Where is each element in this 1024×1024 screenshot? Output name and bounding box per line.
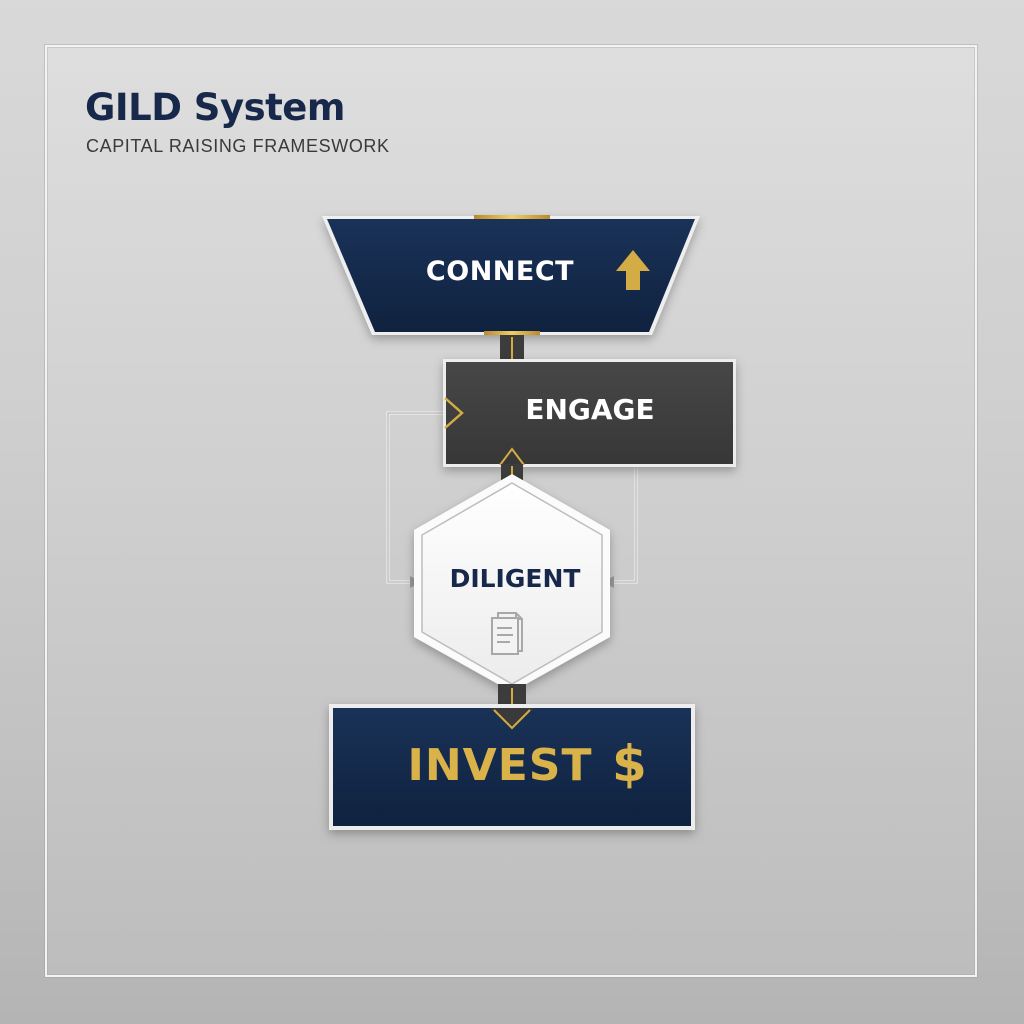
page-subtitle: CAPITAL RAISING FRAMESWORK [86, 136, 390, 156]
document-icon [491, 612, 523, 655]
engage-label: ENGAGE [525, 393, 655, 426]
dollar-icon: $ [612, 735, 647, 793]
invest-node [329, 704, 695, 830]
engage-node [443, 359, 736, 467]
arrow-up-icon [616, 250, 650, 290]
connect-node [322, 215, 700, 335]
page-title: GILD System [85, 86, 345, 129]
diligent-label: DILIGENT [449, 564, 581, 593]
connect-label: CONNECT [425, 256, 575, 287]
invest-label: INVEST [407, 740, 593, 791]
